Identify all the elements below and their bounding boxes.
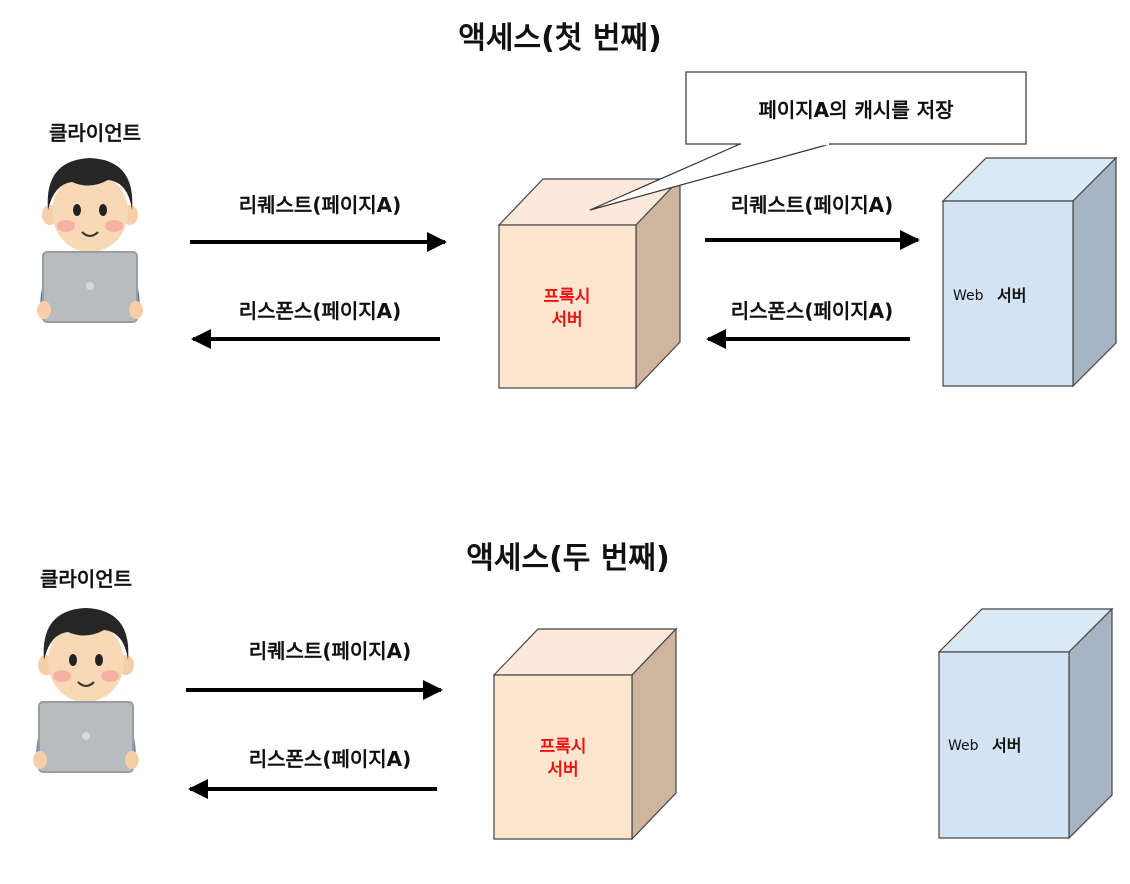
section-2-title: 액세스(두 번째) xyxy=(466,541,669,576)
callout-text: 페이지A의 캐시를 저장 xyxy=(758,98,954,122)
proxy-1-label-line2: 서버 xyxy=(551,310,582,330)
client-2-icon xyxy=(32,607,140,773)
request-1-right-label: 리퀘스트(페이지A) xyxy=(731,193,894,217)
section-second-access: 액세스(두 번째) 클라이언트 리퀘스트(페이지A) 리스폰스(페이지A) 프록… xyxy=(32,541,1114,841)
proxy-server-1: 프록시 서버 xyxy=(497,177,682,390)
request-1-left-label: 리퀘스트(페이지A) xyxy=(239,193,402,217)
proxy-server-2: 프록시 서버 xyxy=(492,627,678,841)
request-2-left-label: 리퀘스트(페이지A) xyxy=(249,639,412,663)
proxy-1-label-line1: 프록시 xyxy=(544,287,591,307)
proxy-2-label-line1: 프록시 xyxy=(540,737,587,757)
web-server-1: Web 서버 xyxy=(941,156,1118,388)
response-1-left-label: 리스폰스(페이지A) xyxy=(239,299,402,323)
web-server-2-label-ko: 서버 xyxy=(992,736,1021,755)
response-1-right-label: 리스폰스(페이지A) xyxy=(731,299,894,323)
client-1-label: 클라이언트 xyxy=(49,121,141,145)
client-1-icon xyxy=(36,157,144,323)
proxy-2-label-line2: 서버 xyxy=(547,760,578,780)
web-server-1-label-ko: 서버 xyxy=(997,286,1026,305)
cache-callout: 페이지A의 캐시를 저장 xyxy=(589,71,1027,211)
section-first-access: 액세스(첫 번째) 클라이언트 리퀘스트(페이지A) 리스폰스(페이지A) 프록… xyxy=(36,21,1118,390)
section-1-title: 액세스(첫 번째) xyxy=(458,21,661,56)
response-2-left-label: 리스폰스(페이지A) xyxy=(249,747,412,771)
web-server-1-label-en: Web xyxy=(953,288,984,304)
web-server-2-label-en: Web xyxy=(948,738,979,754)
web-server-2: Web 서버 xyxy=(937,607,1114,840)
client-2-label: 클라이언트 xyxy=(40,567,132,591)
